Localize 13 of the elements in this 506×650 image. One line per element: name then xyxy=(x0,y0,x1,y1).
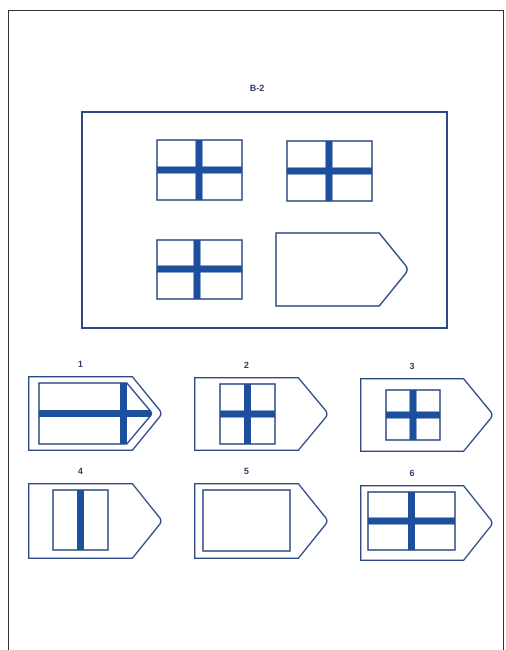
option-number: 6 xyxy=(408,468,416,478)
option-number: 2 xyxy=(242,360,250,370)
puzzle-title: B-2 xyxy=(248,83,266,93)
answer-option xyxy=(28,359,164,451)
option-number: 1 xyxy=(76,359,84,369)
answer-option xyxy=(360,468,495,561)
answer-option xyxy=(194,360,330,451)
option-number: 4 xyxy=(76,466,84,476)
option-number: 3 xyxy=(408,361,416,371)
option-number: 5 xyxy=(242,466,250,476)
answer-option xyxy=(28,466,164,559)
answer-option xyxy=(194,466,330,559)
answer-option xyxy=(360,361,495,452)
